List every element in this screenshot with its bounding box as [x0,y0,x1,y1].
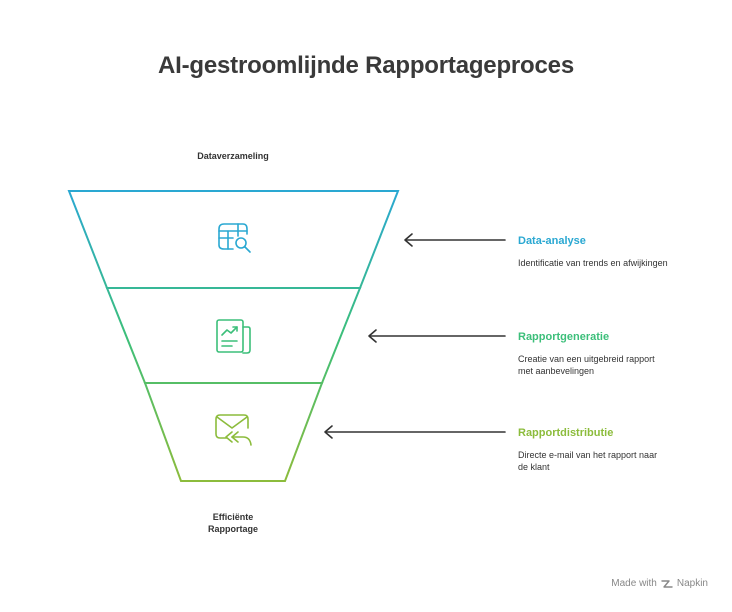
stage-description: Creatie van een uitgebreid rapport met a… [518,354,655,376]
arrow-rapportgeneratie [368,329,506,343]
footer-attribution[interactable]: Made with Napkin [611,578,708,589]
funnel-bottom-label-line2: Rapportage [207,524,258,534]
funnel-top-label: Dataverzameling [197,151,269,161]
funnel-bottom-label-line1: Efficiënte [212,512,254,522]
stage-description: Directe e-mail van het rapport naar de k… [518,450,658,472]
footer-made-with: Made with [611,578,657,589]
stage-title: Rapportgeneratie [518,331,610,343]
stage-data-analyse: Data-analyse Identificatie van trends en… [518,234,718,269]
footer-brand: Napkin [676,578,708,589]
funnel-bottom-label: Efficiënte Rapportage [148,511,318,535]
stage-description: Identificatie van trends en afwijkingen [518,258,668,268]
napkin-logo-icon [661,579,673,588]
mail-reply-icon [215,414,252,446]
funnel-segment-rapportdistributie [143,382,324,482]
page-title: AI-gestroomlijnde Rapportageproces [158,52,574,79]
stage-title: Rapportdistributie [518,427,614,439]
arrow-data-analyse [404,233,506,247]
stage-rapportdistributie: Rapportdistributie Directe e-mail van he… [518,426,718,473]
arrow-rapportdistributie [324,425,506,439]
stage-title: Data-analyse [518,235,586,247]
funnel-segment-rapportgeneratie [105,287,362,384]
funnel-segment-data-analyse [67,190,400,289]
report-chart-icon [216,319,251,354]
stage-rapportgeneratie: Rapportgeneratie Creatie van een uitgebr… [518,330,718,377]
table-search-icon [218,223,251,253]
